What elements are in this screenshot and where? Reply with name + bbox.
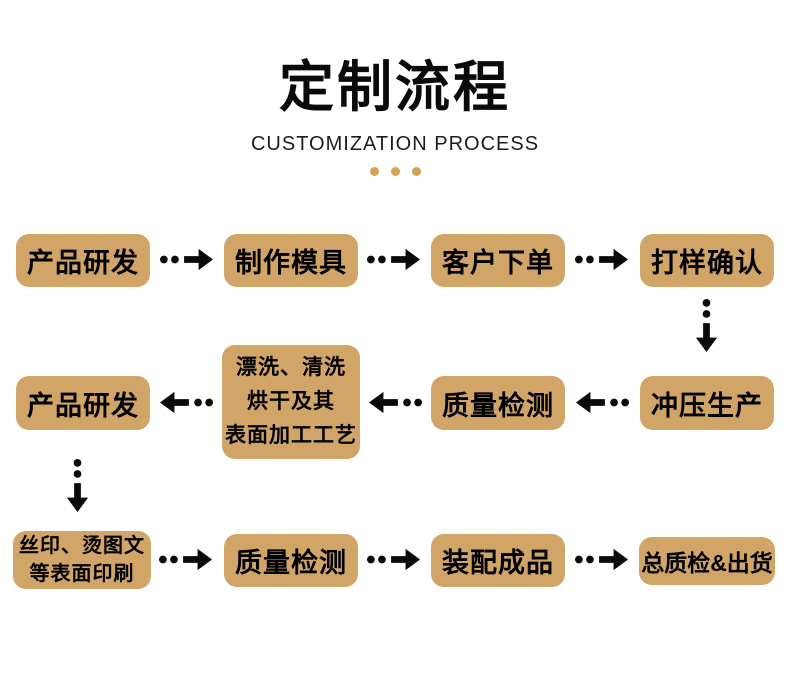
flow-step-surface-treatment: 漂洗、清洗 烘干及其 表面加工工艺: [222, 345, 360, 459]
decorative-dots: [0, 167, 790, 176]
flow-step-surface-printing: 丝印、烫图文 等表面印刷: [13, 531, 151, 589]
arrow-right-icon: [158, 546, 214, 573]
dot-icon: [369, 167, 379, 176]
dot-icon: [390, 167, 400, 176]
arrow-right-icon: [159, 246, 215, 273]
flow-step-final-inspection-shipping: 总质检&出货: [639, 537, 775, 585]
flow-step-sample-confirmation: 打样确认: [640, 234, 774, 287]
arrow-left-icon: [158, 389, 214, 416]
arrow-right-icon: [366, 246, 422, 273]
flow-step-product-development-1: 产品研发: [16, 234, 150, 287]
arrow-left-icon: [574, 389, 630, 416]
arrow-down-icon: [693, 298, 720, 354]
arrow-right-icon: [574, 546, 630, 573]
flow-step-quality-inspection-1: 质量检测: [431, 376, 565, 430]
page-subtitle: CUSTOMIZATION PROCESS: [250, 133, 540, 155]
flow-step-mold-making: 制作模具: [224, 234, 358, 287]
flow-step-product-development-2: 产品研发: [16, 376, 150, 430]
arrow-down-icon: [64, 458, 91, 514]
dot-icon: [411, 167, 421, 176]
arrow-right-icon: [366, 546, 422, 573]
arrow-right-icon: [574, 246, 630, 273]
flow-step-assembly: 装配成品: [431, 534, 565, 587]
flow-step-stamping-production: 冲压生产: [640, 376, 774, 430]
page-title: 定制流程: [278, 56, 511, 118]
arrow-left-icon: [367, 389, 423, 416]
flow-step-customer-order: 客户下单: [431, 234, 565, 287]
flow-step-quality-inspection-2: 质量检测: [224, 534, 358, 587]
